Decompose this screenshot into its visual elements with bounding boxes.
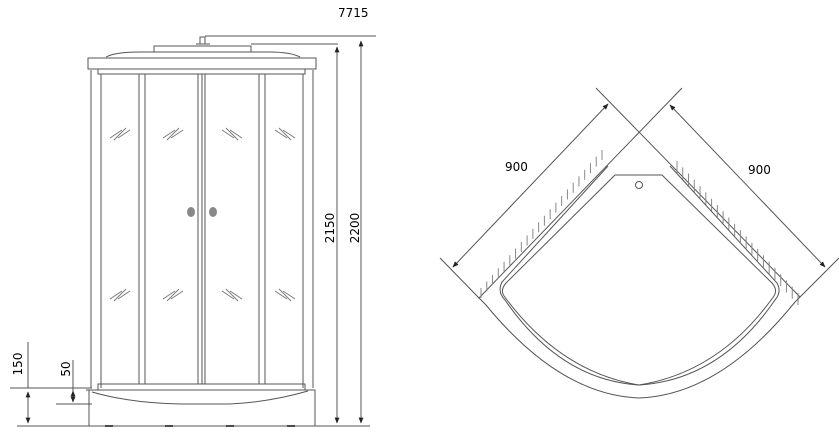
dimension-label-900-right: 900 (748, 163, 771, 177)
roof (87, 51, 317, 70)
shower-tray (86, 389, 316, 427)
dimension-label-900-left: 900 (505, 160, 528, 174)
tray-basin (615, 174, 777, 386)
glass-reflection-mark (274, 129, 288, 139)
dimension-label-150: 150 (11, 353, 25, 376)
glass-reflection-mark (225, 288, 239, 302)
roof-cap (153, 45, 252, 53)
model-label: 7715 (338, 6, 369, 20)
glass-reflection-mark (221, 290, 235, 300)
dimension-line-900-right (669, 104, 826, 268)
glass-reflection-mark (113, 127, 127, 141)
glass-reflection-mark (162, 129, 176, 139)
glass-reflection-mark (113, 288, 127, 302)
front-dimensions: 7715 2150 2200 150 50 (10, 6, 376, 427)
bottom-rail (97, 383, 306, 391)
dimension-label-2200: 2200 (348, 213, 362, 244)
tray-rim (499, 165, 780, 386)
glass-reflection-mark (274, 290, 288, 300)
dimension-label-50: 50 (59, 361, 73, 376)
frame-posts (90, 70, 314, 388)
dimension-line-900-left (452, 103, 609, 268)
glass-reflection-mark (229, 129, 243, 139)
glass-reflection-mark (162, 290, 176, 300)
glass-reflection-mark (170, 129, 184, 139)
door-handle-right (209, 207, 217, 217)
glass-reflection-mark (225, 127, 239, 141)
glass-reflection-mark (117, 290, 131, 300)
glass-reflection-mark (109, 129, 123, 139)
wall-line-right (595, 87, 839, 298)
door-handle-left (187, 207, 195, 217)
glass-reflection-mark (229, 290, 243, 300)
shower-pipe (196, 36, 210, 45)
top-rail (97, 68, 306, 75)
glass-reflection-mark (221, 129, 235, 139)
glass-reflection-mark (117, 129, 131, 139)
front-view (86, 36, 317, 427)
glass-reflection-mark (170, 290, 184, 300)
glass-reflection-mark (109, 290, 123, 300)
plan-view: 900 900 (439, 87, 839, 399)
glass-reflection-mark (282, 290, 296, 300)
glass-reflection-mark (278, 288, 292, 302)
glass-reflection-marks (109, 127, 296, 302)
tray-basin-left (501, 174, 640, 386)
dimension-label-2150: 2150 (323, 213, 337, 244)
tray-outer-edge (478, 296, 801, 399)
glass-reflection-mark (166, 288, 180, 302)
glass-reflection-mark (278, 127, 292, 141)
drain-icon (635, 181, 643, 189)
glass-reflection-mark (282, 129, 296, 139)
glass-reflection-mark (166, 127, 180, 141)
wall-line-left (439, 87, 683, 299)
